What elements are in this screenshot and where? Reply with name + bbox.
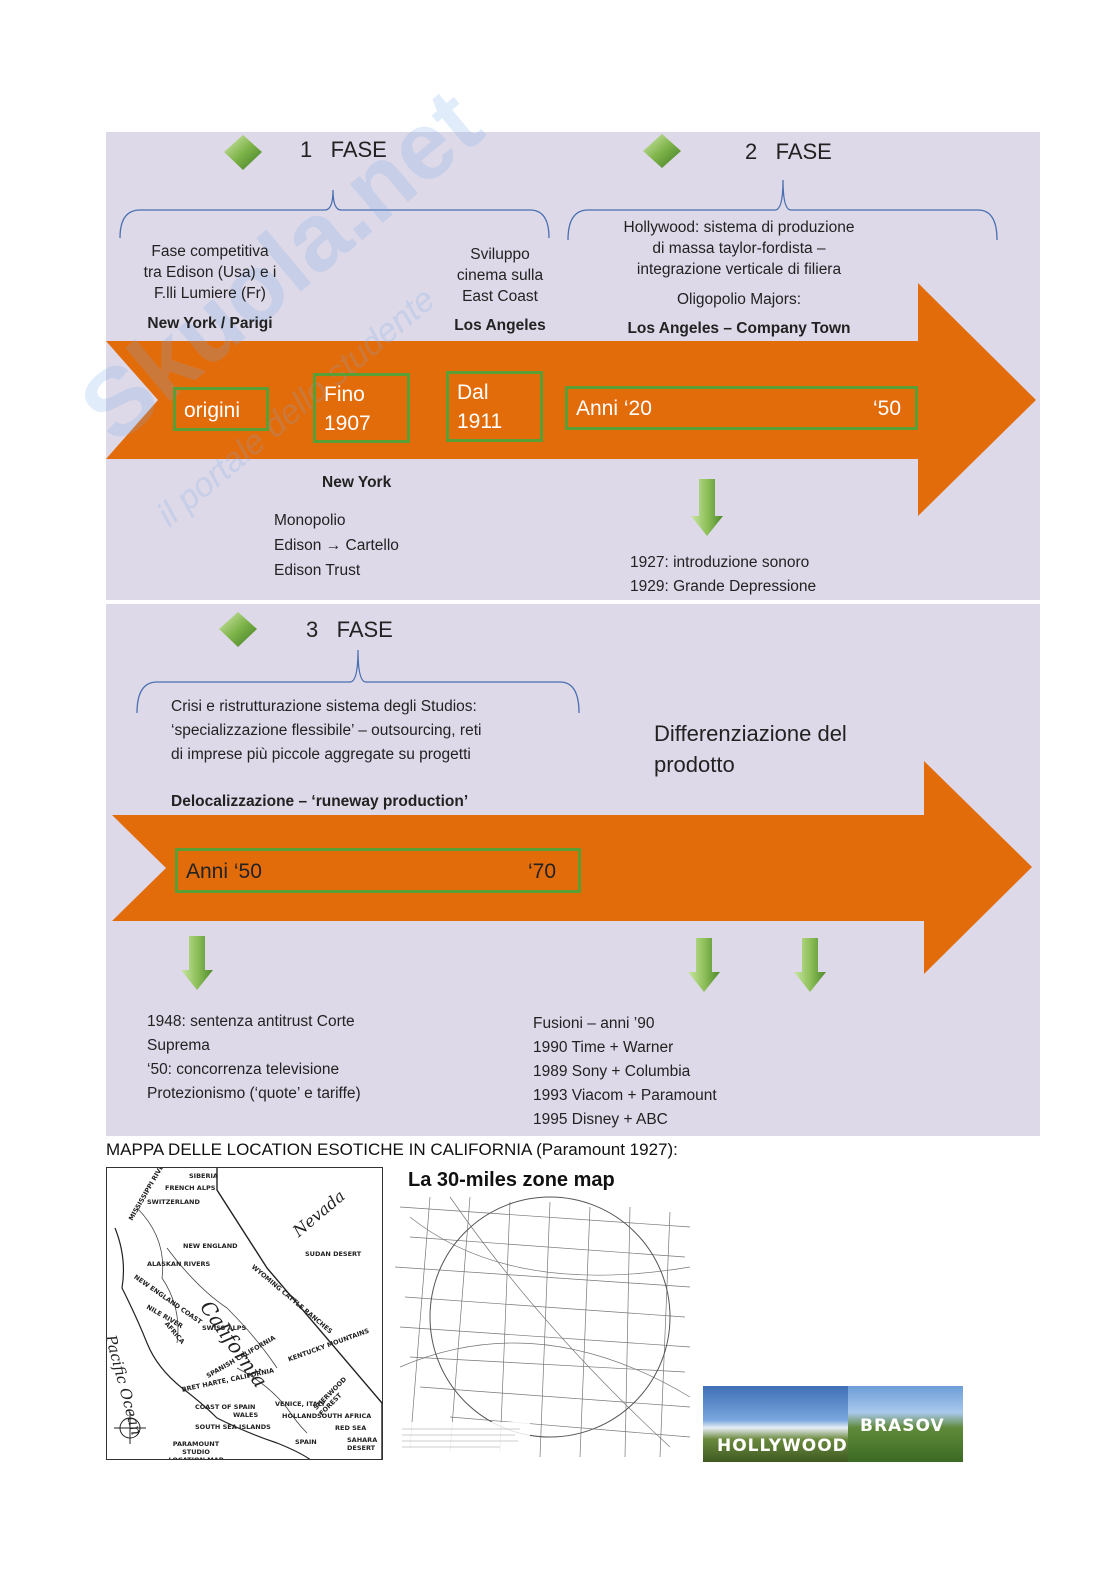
phase-1-right-text: Sviluppo cinema sulla East Coast xyxy=(456,246,544,305)
maps-caption: MAPPA DELLE LOCATION ESOTICHE IN CALIFOR… xyxy=(106,1140,678,1159)
phase-1-below-city: New York xyxy=(322,474,392,491)
phase-2-company-town: Los Angeles – Company Town xyxy=(627,320,851,337)
map2-streets xyxy=(394,1196,691,1458)
brace-2 xyxy=(567,179,998,241)
map1-label: SOUTH AFRICA xyxy=(317,1412,372,1420)
california-outline xyxy=(114,1168,382,1459)
brasov-sign-text: BRASOV xyxy=(860,1416,945,1436)
map1-label: SOUTH SEA ISLANDS xyxy=(195,1423,271,1431)
map2-title: La 30-miles zone map xyxy=(408,1169,615,1191)
map1-label: WALES xyxy=(233,1411,259,1419)
phase-2-number: 2 xyxy=(745,139,758,164)
diamond-icon-1 xyxy=(224,135,262,170)
down-arrow-icon-4 xyxy=(794,938,826,992)
timeline-box-dal-1911: Dal 1911 xyxy=(446,371,543,442)
brasov-sign-photo: BRASOV xyxy=(848,1386,963,1462)
timeline-50: ‘50 xyxy=(872,397,901,420)
map1-label: ALASKAN RIVERS xyxy=(147,1260,211,1268)
map1-label: SWISS ALPS xyxy=(202,1324,247,1332)
map1-label: SWITZERLAND xyxy=(147,1198,200,1206)
paramount-location-map: California Nevada Pacific Ocean SIBERIA … xyxy=(106,1167,383,1460)
hollywood-sign-photo: HOLLYWOOD xyxy=(703,1386,848,1462)
brace-3 xyxy=(136,649,580,714)
timeline-box-origini: origini xyxy=(173,387,269,431)
diamond-icon-2 xyxy=(643,134,681,168)
down-arrow-icon-2 xyxy=(181,936,213,990)
map1-label: SUDAN DESERT xyxy=(305,1250,362,1258)
phase-3-label: FASE xyxy=(336,617,393,642)
timeline-box-fino-1907: Fino 1907 xyxy=(313,373,410,443)
phase-3-left-events: 1948: sentenza antitrust Corte Suprema ‘… xyxy=(147,1013,361,1102)
phase-1-header: 1 FASE xyxy=(300,137,387,163)
phase-2-header: 2 FASE xyxy=(745,139,832,165)
phase-3-description: Crisi e ristrutturazione sistema degli S… xyxy=(171,698,482,763)
phase-1-left-text: Fase competitiva tra Edison (Usa) e i F.… xyxy=(143,243,277,302)
map1-label: COAST OF SPAIN xyxy=(195,1403,256,1411)
phase-2-events: 1927: introduzione sonoro 1929: Grande D… xyxy=(630,554,817,595)
phase-3-number: 3 xyxy=(306,617,319,642)
map1-label: PARAMOUNT STUDIO LOCATION MAP xyxy=(168,1440,224,1460)
map1-label: HOLLAND xyxy=(282,1412,318,1420)
map1-label: SPAIN xyxy=(295,1438,317,1446)
phase-2-description: Hollywood: sistema di produzione di mass… xyxy=(623,219,855,278)
hollywood-sign-text: HOLLYWOOD xyxy=(717,1436,848,1456)
phase-3-right-events: Fusioni – anni ’90 1990 Time + Warner 19… xyxy=(533,1015,717,1128)
map1-label: SIBERIA xyxy=(189,1172,218,1180)
phase-2-oligopolio: Oligopolio Majors: xyxy=(676,291,802,308)
phase-1-left-city: New York / Parigi xyxy=(147,315,273,332)
timeline-box-anni-50-70: Anni ‘50 ‘70 xyxy=(175,848,581,893)
map1-label: RED SEA xyxy=(335,1424,367,1432)
timeline-arrow-1 xyxy=(106,283,1036,516)
phase-1-label: FASE xyxy=(330,137,387,162)
phase-3-delocalization: Delocalizzazione – ‘runeway production’ xyxy=(171,793,469,810)
map1-label: SAHARA DESERT xyxy=(347,1436,378,1452)
timeline-anni-20: Anni ‘20 xyxy=(576,397,652,420)
map1-label: NEW ENGLAND xyxy=(183,1242,238,1250)
phase-2-label: FASE xyxy=(775,139,832,164)
timeline-70: ‘70 xyxy=(527,860,556,883)
brace-1 xyxy=(119,189,550,239)
down-arrow-icon-1 xyxy=(691,479,723,536)
phase-3-header: 3 FASE xyxy=(306,617,393,643)
down-arrow-icon-3 xyxy=(688,938,720,992)
timeline-anni-50: Anni ‘50 xyxy=(186,860,262,883)
map1-label: FRENCH ALPS xyxy=(165,1184,216,1192)
timeline-box-anni-20-50: Anni ‘20 ‘50 xyxy=(565,386,918,430)
phase-1-below-text: Monopolio Edison → Cartello Edison Trust xyxy=(274,512,399,579)
phase-1-right-city: Los Angeles xyxy=(454,317,546,334)
diamond-icon-3 xyxy=(219,612,257,647)
timeline-graphics xyxy=(106,134,1036,992)
map1-label: VENICE, ITALY xyxy=(275,1400,326,1408)
timeline-arrow-2 xyxy=(112,761,1032,974)
thirty-miles-zone-map: La 30-miles zone map xyxy=(390,1167,696,1463)
phase-1-number: 1 xyxy=(300,137,313,162)
phase-3-differentiation: Differenziazione del prodotto xyxy=(654,721,847,777)
